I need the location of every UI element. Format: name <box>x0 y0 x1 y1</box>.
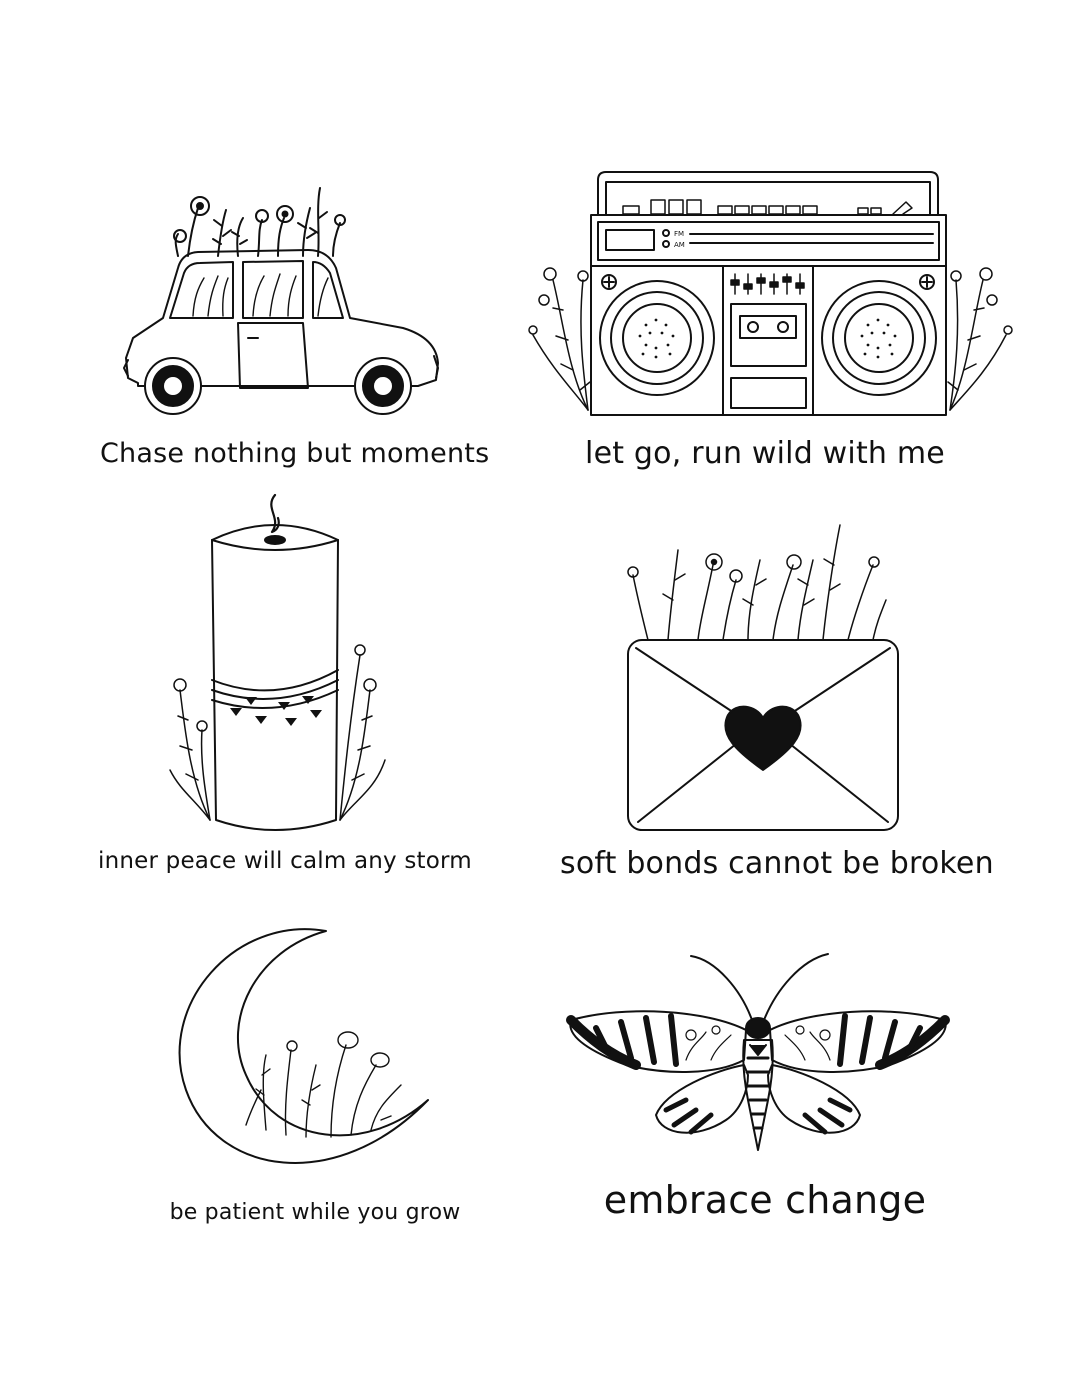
moon-flowers-icon <box>246 1032 401 1137</box>
boombox-illustration: FM AM <box>528 170 1013 418</box>
caption-moth: embrace change <box>603 1178 927 1222</box>
side-flowers-icon <box>529 268 1012 410</box>
moon-illustration <box>176 925 431 1185</box>
am-label: AM <box>674 241 685 249</box>
caption-candle: inner peace will calm any storm <box>98 848 472 874</box>
roof-flowers-icon <box>174 188 345 256</box>
candle-flowers-icon <box>170 645 385 820</box>
car-illustration <box>118 178 443 418</box>
car-body <box>126 250 438 386</box>
heart-icon <box>725 707 800 770</box>
envelope-flowers-icon <box>628 525 886 640</box>
moth-illustration <box>566 950 950 1165</box>
candle-illustration <box>160 490 400 840</box>
envelope-illustration <box>618 520 903 835</box>
fm-label: FM <box>674 230 684 238</box>
caption-car: Chase nothing but moments <box>100 438 490 469</box>
caption-boombox: let go, run wild with me <box>585 436 945 471</box>
caption-envelope: soft bonds cannot be broken <box>560 846 994 881</box>
caption-moon: be patient while you grow <box>169 1200 461 1225</box>
